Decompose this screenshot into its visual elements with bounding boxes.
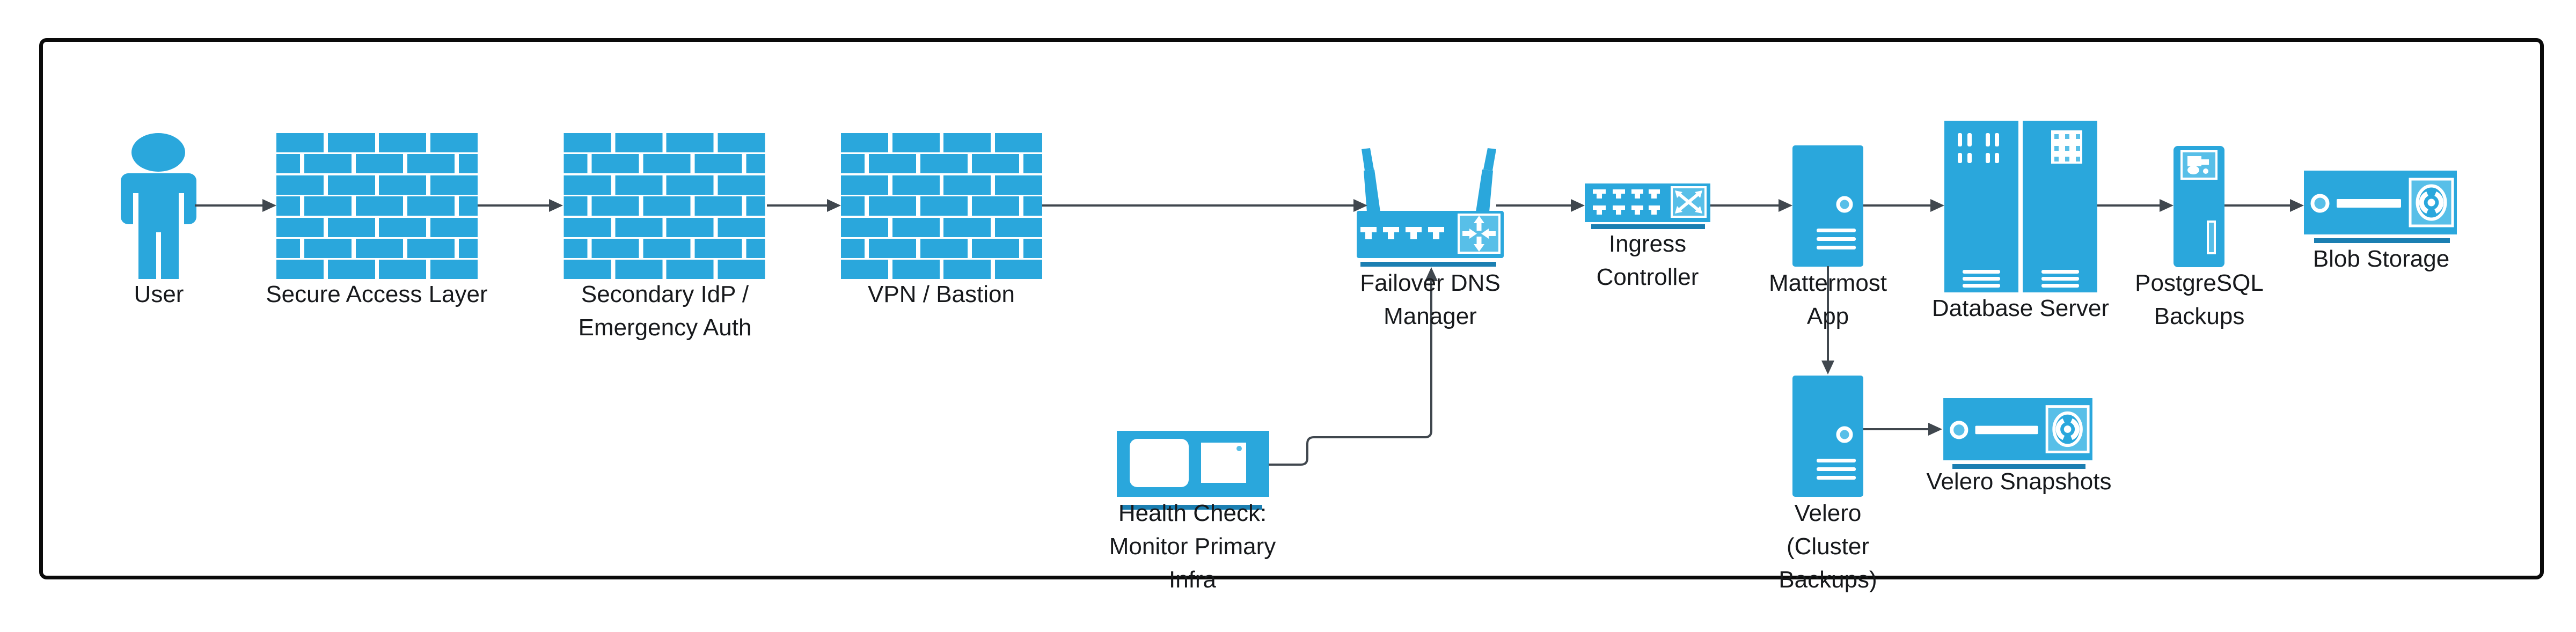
- secure-access-label: Secure Access Layer: [266, 281, 488, 307]
- failover-dns-label-line1: Failover DNS: [1360, 270, 1501, 296]
- vpn-bastion-label: VPN / Bastion: [868, 281, 1015, 307]
- snapshots-underline: [1952, 464, 2085, 469]
- health-check-label-line1: Health Check:: [1118, 500, 1267, 526]
- mattermost-label-line2: App: [1806, 303, 1849, 329]
- health-check-label-line3: Infra: [1168, 567, 1217, 593]
- postgres-label-line1: PostgreSQL: [2135, 270, 2264, 296]
- blob-underline: [2314, 238, 2450, 243]
- wireless-router-icon: [1357, 148, 1504, 267]
- velero-label-line2: (Cluster: [1786, 533, 1870, 560]
- postgres-label-line2: Backups: [2154, 303, 2245, 329]
- velero-label-line1: Velero: [1794, 500, 1862, 526]
- database-label: Database Server: [1931, 295, 2110, 321]
- server-rack-icon: [1944, 121, 2097, 292]
- velero-label-line3: Backups): [1779, 567, 1877, 593]
- diagram-border: [39, 38, 2544, 579]
- monitor-underline: [1122, 505, 1262, 510]
- ingress-underline: [1591, 224, 1705, 229]
- ingress-label-line2: Controller: [1596, 264, 1699, 290]
- ingress-label-line1: Ingress: [1608, 231, 1687, 257]
- dual-monitor-icon: [1117, 431, 1269, 497]
- switch-icon: [1585, 183, 1710, 222]
- health-check-label-line2: Monitor Primary: [1109, 533, 1276, 560]
- mattermost-label-line1: Mattermost: [1768, 270, 1887, 296]
- blob-label: Blob Storage: [2312, 246, 2450, 272]
- secondary-idp-label-line2: Emergency Auth: [578, 314, 752, 341]
- secondary-idp-label-line1: Secondary IdP /: [581, 281, 749, 307]
- backup-server-icon: [2174, 146, 2224, 267]
- failover-dns-label-line2: Manager: [1384, 303, 1477, 329]
- velero-snapshots-label: Velero Snapshots: [1926, 468, 2112, 495]
- user-label: User: [134, 281, 184, 307]
- person-icon: [121, 133, 196, 279]
